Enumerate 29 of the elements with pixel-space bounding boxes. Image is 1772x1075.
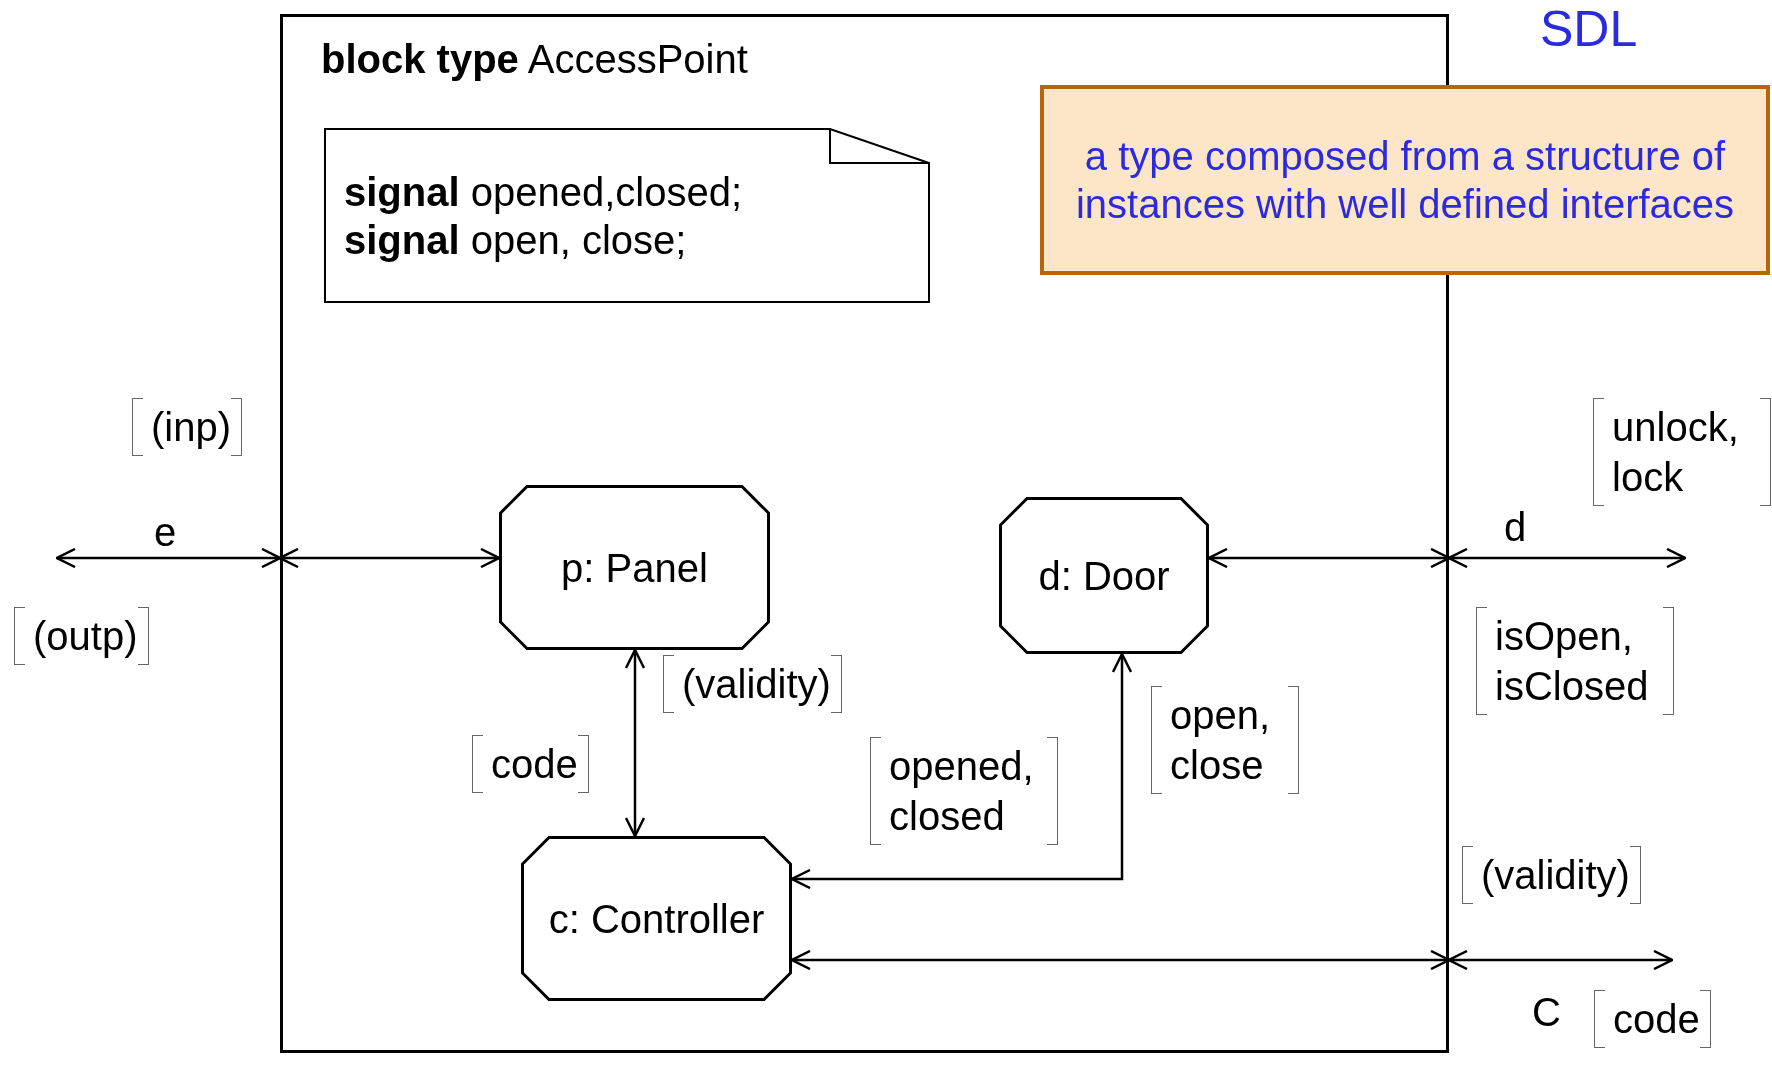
signal-list: code — [472, 735, 589, 793]
instance-name: c: Controller — [548, 895, 765, 943]
comment-box — [1040, 85, 1770, 275]
channel-arrow — [1447, 547, 1687, 569]
instance-octagon — [521, 836, 792, 1001]
corner-label: SDL — [1540, 0, 1638, 58]
channel-arrow — [278, 547, 501, 569]
instance-name: d: Door — [1038, 552, 1170, 600]
signal-list: code — [1594, 990, 1711, 1048]
signal-list: isOpen, isClosed — [1476, 607, 1674, 715]
channel-arrow — [790, 652, 1133, 890]
signal-list: (validity) — [663, 655, 842, 713]
instance-octagon — [999, 497, 1209, 654]
signal-list: (inp) — [132, 398, 243, 456]
declaration-text: signal open, close; — [344, 216, 688, 264]
channel-arrow — [1447, 949, 1674, 971]
signal-list: unlock, lock — [1593, 398, 1771, 506]
signal-list: opened, closed — [870, 737, 1058, 845]
channel-arrow — [55, 547, 282, 569]
block-heading: block type AccessPoint — [321, 37, 748, 82]
note-box — [324, 128, 930, 303]
signal-list: (validity) — [1462, 846, 1641, 904]
instance-name: p: Panel — [561, 544, 708, 592]
comment-text: a type composed from a structure of instances with well defined interfaces — [1074, 133, 1736, 228]
signal-list: open, close — [1151, 686, 1299, 794]
declaration-text: signal opened,closed; — [344, 168, 743, 216]
instance-octagon — [499, 485, 770, 650]
signal-list: (outp) — [14, 607, 149, 665]
channel-arrow — [624, 648, 646, 838]
